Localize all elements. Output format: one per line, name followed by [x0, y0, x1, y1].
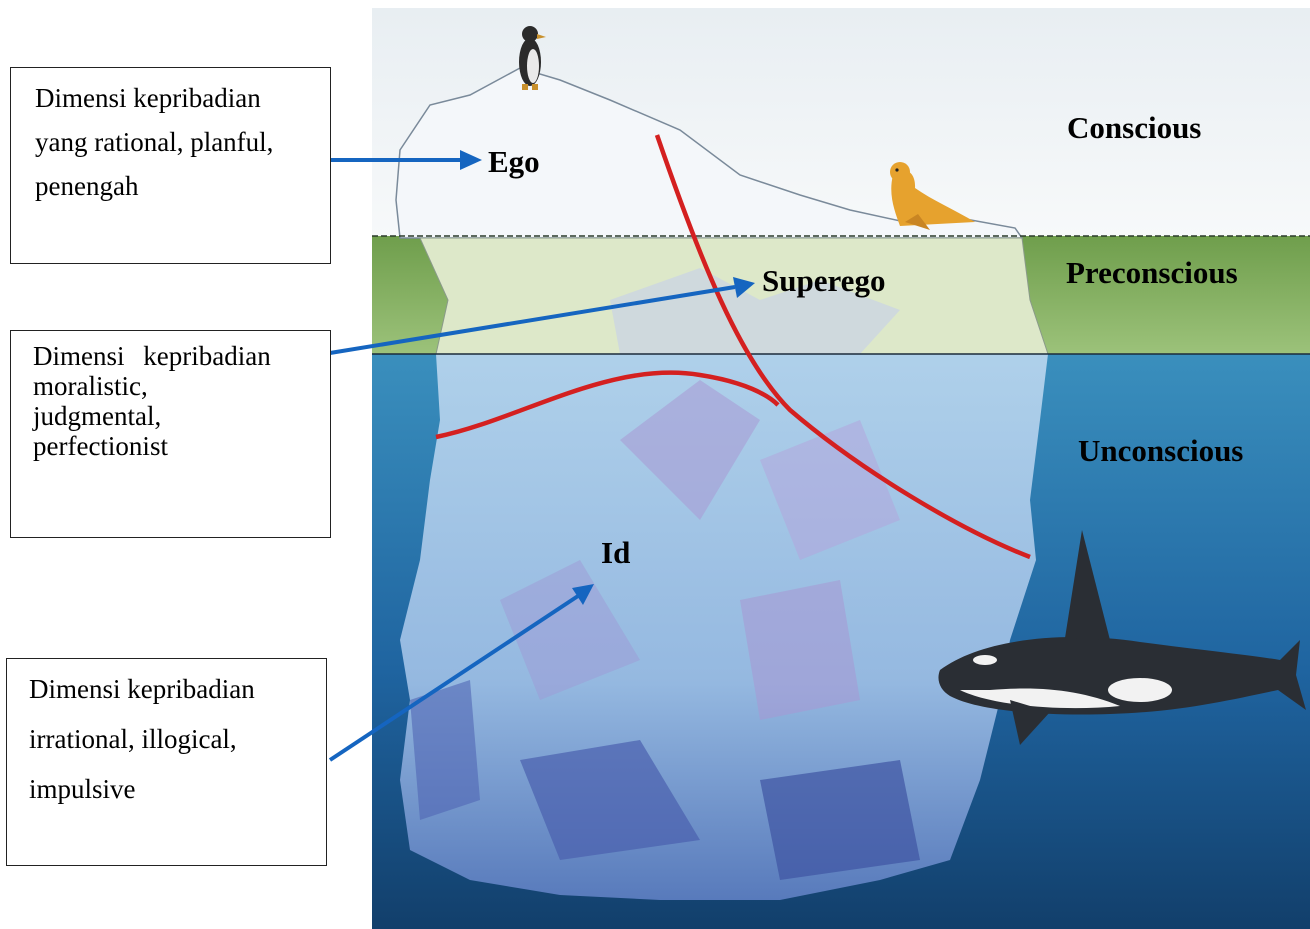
id-box-line-3: impulsive [29, 764, 316, 814]
ego-description-box: Dimensi kepribadian yang rational, planf… [10, 67, 331, 264]
iceberg-facet-6 [760, 760, 920, 880]
id-box-line-1: Dimensi kepribadian [29, 664, 316, 714]
ego-box-line-1: Dimensi kepribadian [35, 76, 320, 120]
id-description-box: Dimensi kepribadian irrational, illogica… [6, 658, 327, 866]
superego-box-line-1: Dimensi kepribadian [33, 341, 320, 371]
zone-label-unconscious: Unconscious [1078, 433, 1243, 469]
zone-label-preconscious: Preconscious [1066, 255, 1238, 291]
ego-box-line-2: yang rational, planful, [35, 120, 320, 164]
superego-box-line-4: perfectionist [33, 431, 320, 461]
label-id: Id [601, 535, 630, 571]
label-ego: Ego [488, 144, 540, 180]
iceberg-facet-4 [740, 580, 860, 720]
superego-box-line-2: moralistic, [33, 371, 320, 401]
superego-description-box: Dimensi kepribadian moralistic, judgment… [10, 330, 331, 538]
id-box-line-2: irrational, illogical, [29, 714, 316, 764]
label-superego: Superego [762, 263, 885, 299]
superego-box-line-3: judgmental, [33, 401, 320, 431]
zone-label-conscious: Conscious [1067, 110, 1201, 146]
ego-box-line-3: penengah [35, 164, 320, 208]
